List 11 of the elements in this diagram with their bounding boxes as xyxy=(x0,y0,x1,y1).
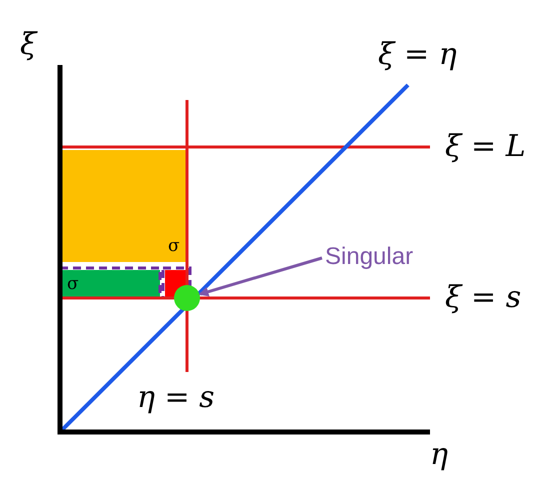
callout-text: Singular xyxy=(325,245,414,269)
leader-arrow xyxy=(198,256,322,297)
region-label: σ xyxy=(67,276,79,293)
singular-point xyxy=(174,285,200,311)
math-label: ξ = L xyxy=(445,132,526,162)
region-label: σ xyxy=(168,238,180,255)
math-label: ξ = η xyxy=(378,40,457,70)
math-label: ξ = s xyxy=(445,283,522,313)
math-label: η = s xyxy=(137,383,215,413)
math-label: η xyxy=(430,440,448,470)
math-label: ξ xyxy=(20,30,37,60)
